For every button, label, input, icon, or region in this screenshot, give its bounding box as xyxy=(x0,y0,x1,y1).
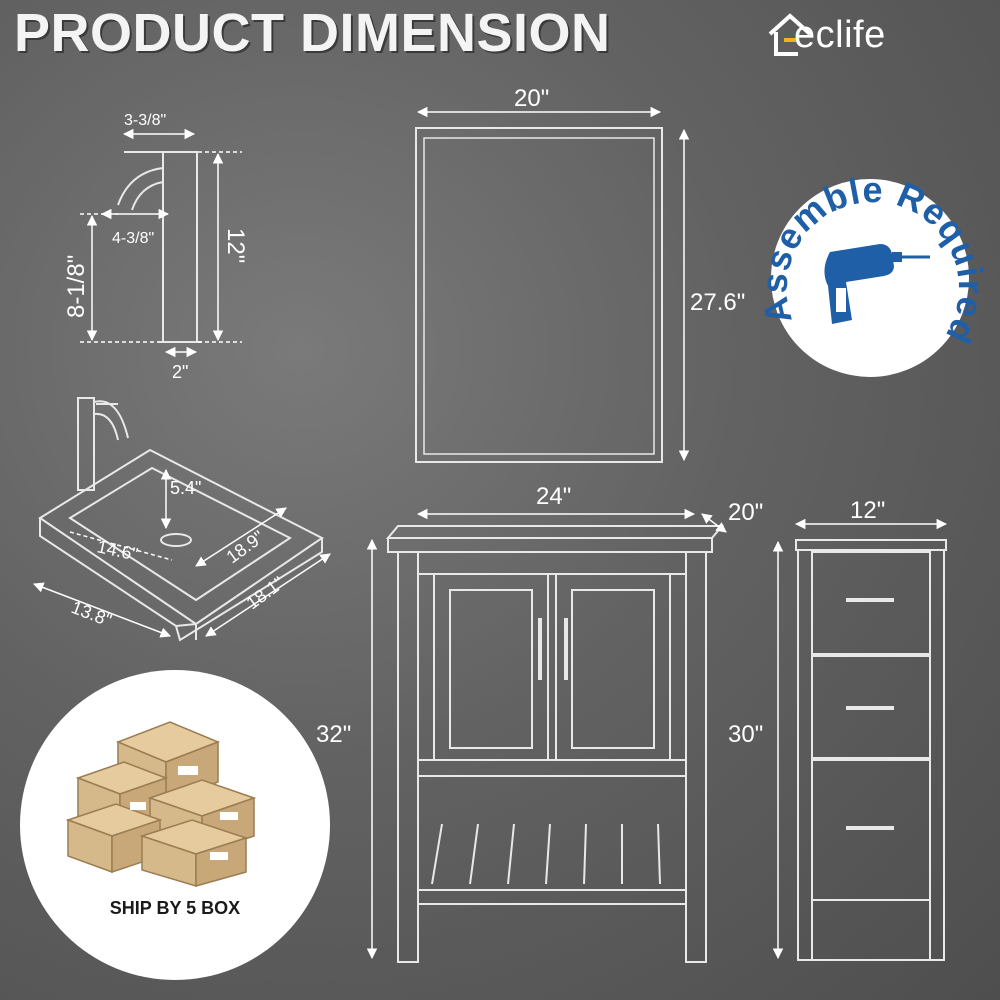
mirror-height-label: 27.6" xyxy=(690,289,745,316)
faucet-drawing xyxy=(117,151,202,343)
faucet-spout-width-label: 3-3/8" xyxy=(124,112,166,129)
sink-dimension-lines xyxy=(33,468,331,638)
faucet-spout-reach-label: 4-3/8" xyxy=(112,230,154,247)
brand-logo: eclife xyxy=(766,8,996,68)
mirror-drawing xyxy=(415,127,663,463)
faucet-height-label: 12" xyxy=(222,228,249,263)
drill-icon xyxy=(824,244,930,324)
side-cabinet-height-label: 30" xyxy=(728,721,763,748)
sink-faucet-drawing xyxy=(77,397,129,491)
vanity-depth-label: 20" xyxy=(728,499,763,526)
house-icon xyxy=(768,13,812,56)
vanity-width-label: 24" xyxy=(536,483,571,510)
brand-name: eclife xyxy=(794,14,886,56)
side-cabinet-dimension-lines xyxy=(772,518,948,960)
faucet-spout-height-label: 8-1/8" xyxy=(63,255,90,318)
shipping-label: SHIP BY 5 BOX xyxy=(109,898,241,918)
faucet-base-diameter-label: 2" xyxy=(172,362,188,382)
side-cabinet-width-label: 12" xyxy=(850,497,885,524)
assemble-required-badge: Assemble Required xyxy=(753,169,991,377)
vanity-height-label: 32" xyxy=(316,721,351,748)
vanity-drawing xyxy=(385,525,725,963)
sink-depth-label: 5.4" xyxy=(170,478,201,498)
side-cabinet-drawing xyxy=(795,539,947,961)
sink-outer-length-label: 18.1" xyxy=(243,573,288,614)
shipping-badge: SHIP BY 5 BOX xyxy=(20,670,330,980)
faucet-dimension-lines xyxy=(80,128,242,358)
mirror-dimension-lines xyxy=(416,106,690,462)
sink-outer-width-label: 13.8" xyxy=(69,597,115,631)
sink-inner-length-label: 18.9" xyxy=(223,527,268,568)
mirror-width-label: 20" xyxy=(514,85,549,112)
vanity-dimension-lines xyxy=(366,508,727,960)
boxes-icon xyxy=(65,721,257,888)
page-title: PRODUCT DIMENSION xyxy=(14,3,611,63)
